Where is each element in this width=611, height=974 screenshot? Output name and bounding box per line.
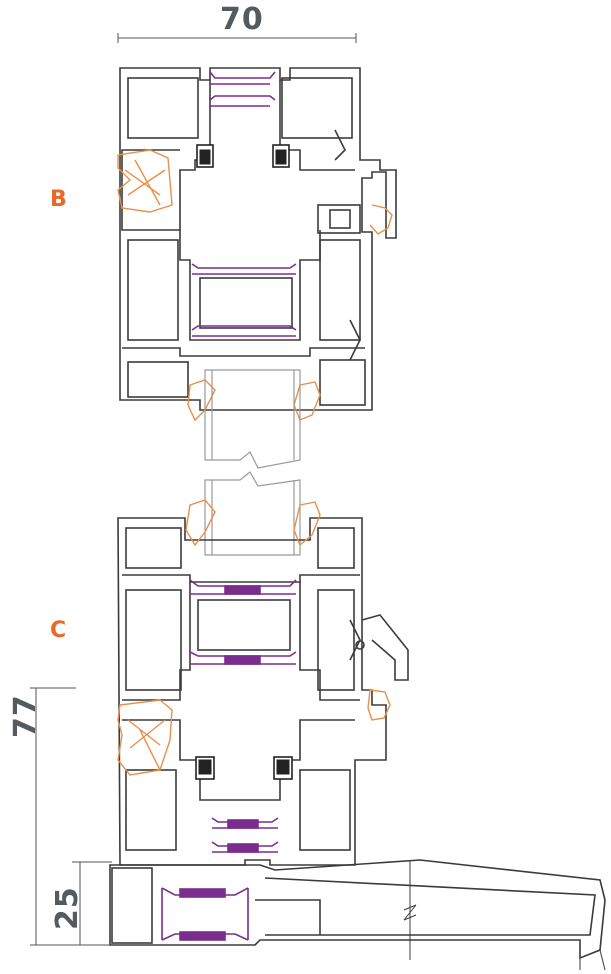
- section-c-frame: [109, 517, 606, 971]
- section-c-gaskets-black: [195, 756, 293, 780]
- section-c-gaskets-orange: [117, 499, 391, 776]
- dimension-line-70: [117, 33, 357, 43]
- section-b-label: B: [50, 187, 67, 212]
- section-c-thermal-breaks: [161, 579, 297, 941]
- total-height-label: 77: [8, 694, 48, 760]
- dimension-line-25: [72, 861, 112, 945]
- glass-pane: [204, 369, 301, 556]
- sill-height-value: 25: [50, 886, 85, 930]
- dimension-line-77: [30, 687, 110, 946]
- frame-depth-label: 70: [220, 2, 264, 37]
- section-c-label: C: [50, 618, 67, 643]
- section-b-frame: [119, 67, 397, 411]
- sill-height-label: 25: [50, 886, 90, 960]
- section-b-thermal-breaks: [191, 71, 297, 337]
- section-b-gaskets-orange: [117, 149, 393, 422]
- section-b-gaskets-black: [196, 144, 290, 168]
- total-height-value: 77: [8, 694, 43, 738]
